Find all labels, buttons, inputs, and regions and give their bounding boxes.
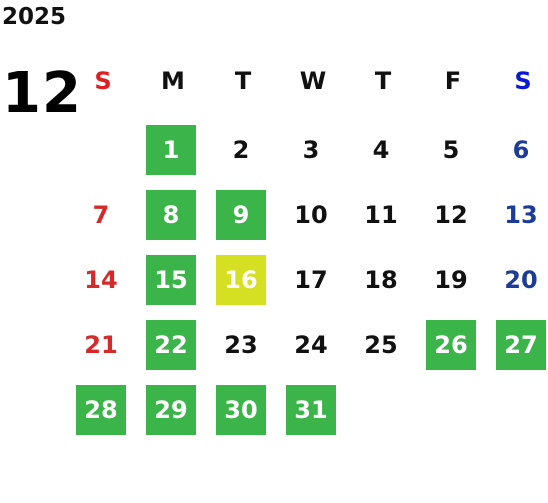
weekday-header-wednesday: W	[299, 67, 327, 95]
day-cell-16[interactable]: 16	[216, 255, 266, 305]
year-label: 2025	[2, 4, 67, 30]
day-cell-27[interactable]: 27	[496, 320, 546, 370]
day-cell-17[interactable]: 17	[294, 266, 328, 294]
day-cell-9[interactable]: 9	[216, 190, 266, 240]
month-label: 12	[2, 61, 82, 126]
day-cell-10[interactable]: 10	[294, 201, 328, 229]
weekday-header-monday: M	[161, 67, 185, 95]
day-cell-5[interactable]: 5	[442, 136, 460, 164]
day-cell-3[interactable]: 3	[302, 136, 320, 164]
day-cell-29[interactable]: 29	[146, 385, 196, 435]
day-cell-4[interactable]: 4	[372, 136, 390, 164]
day-cell-20[interactable]: 20	[504, 266, 538, 294]
day-cell-25[interactable]: 25	[364, 331, 398, 359]
day-cell-15[interactable]: 15	[146, 255, 196, 305]
day-cell-7[interactable]: 7	[92, 201, 110, 229]
day-cell-11[interactable]: 11	[364, 201, 398, 229]
day-cell-8[interactable]: 8	[146, 190, 196, 240]
day-cell-28[interactable]: 28	[76, 385, 126, 435]
weekday-header-tuesday: T	[234, 67, 252, 95]
day-cell-19[interactable]: 19	[434, 266, 468, 294]
day-cell-31[interactable]: 31	[286, 385, 336, 435]
day-cell-6[interactable]: 6	[512, 136, 530, 164]
day-cell-22[interactable]: 22	[146, 320, 196, 370]
weekday-header-saturday: S	[514, 67, 532, 95]
weekday-header-friday: F	[444, 67, 462, 95]
day-cell-26[interactable]: 26	[426, 320, 476, 370]
weekday-header-sunday: S	[94, 67, 112, 95]
day-cell-1[interactable]: 1	[146, 125, 196, 175]
day-cell-12[interactable]: 12	[434, 201, 468, 229]
day-cell-30[interactable]: 30	[216, 385, 266, 435]
day-cell-2[interactable]: 2	[232, 136, 250, 164]
day-cell-18[interactable]: 18	[364, 266, 398, 294]
day-cell-23[interactable]: 23	[224, 331, 258, 359]
weekday-header-thursday: T	[374, 67, 392, 95]
day-cell-21[interactable]: 21	[84, 331, 118, 359]
day-cell-13[interactable]: 13	[504, 201, 538, 229]
day-cell-24[interactable]: 24	[294, 331, 328, 359]
day-cell-14[interactable]: 14	[84, 266, 118, 294]
